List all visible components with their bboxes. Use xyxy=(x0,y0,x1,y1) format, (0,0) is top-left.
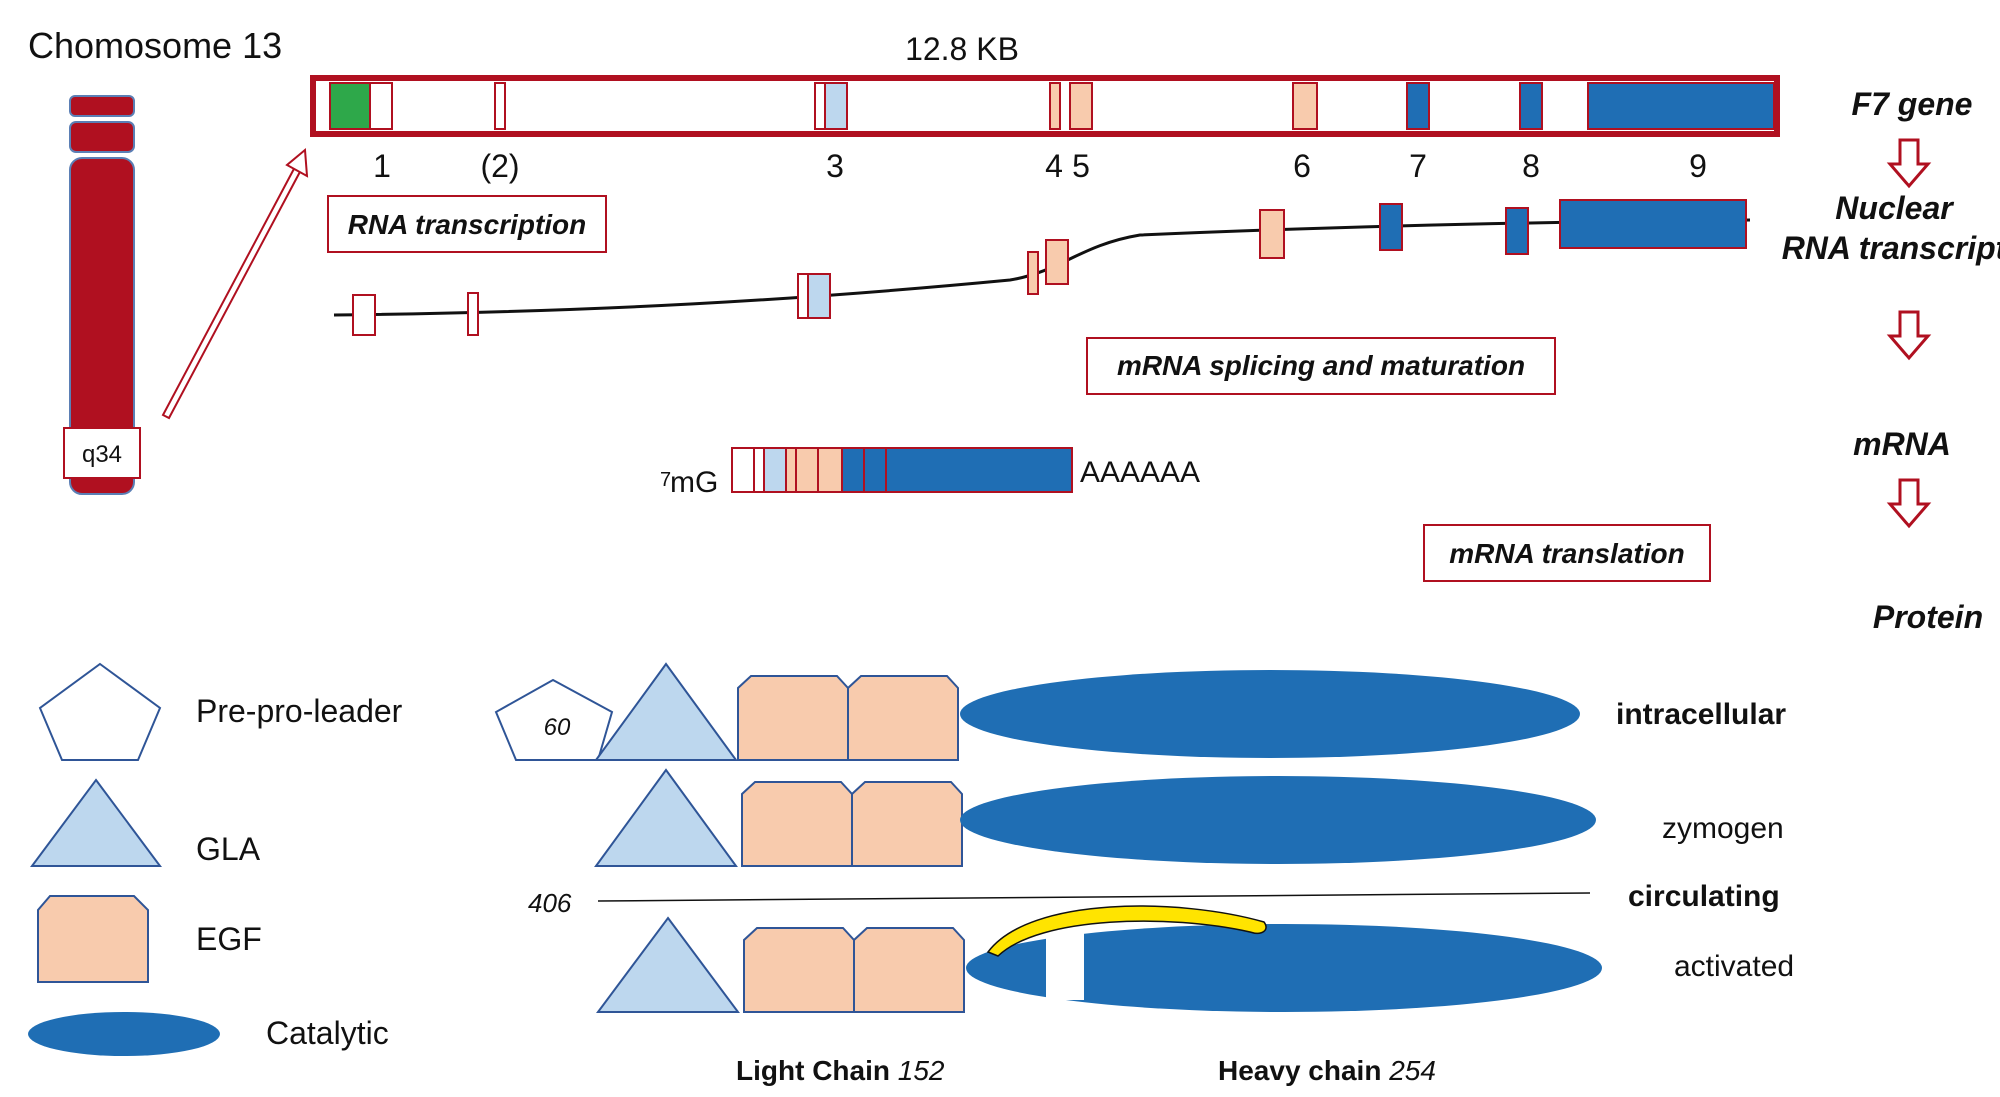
process-translation-label: mRNA translation xyxy=(1449,538,1684,569)
exon-label-7: 7 xyxy=(1409,148,1427,184)
gene-exons xyxy=(329,82,1775,130)
stage-arrow-down-1 xyxy=(1886,138,1932,189)
stage-gene: F7 gene xyxy=(1852,86,1973,122)
gene-exon-4 xyxy=(1049,82,1061,130)
exon-label-6: 6 xyxy=(1293,148,1311,184)
exon-label-2: (2) xyxy=(480,148,519,184)
stage-protein: Protein xyxy=(1873,599,1983,635)
intracellular-leader-count: 60 xyxy=(544,714,571,741)
gene-exon-8 xyxy=(1519,82,1543,130)
gene-exon-2 xyxy=(494,82,506,130)
gene-exon-5 xyxy=(1069,82,1093,130)
state-circulating: circulating xyxy=(1628,880,1780,913)
stage-nuclear-line2: RNA transcript xyxy=(1782,230,2000,266)
activated-cleavage-gap xyxy=(1046,920,1084,1000)
legend-egf-label: EGF xyxy=(196,921,262,957)
locus-arrow-head xyxy=(285,147,309,178)
gene-frame xyxy=(310,75,1780,137)
stage-mrna: mRNA xyxy=(1853,426,1951,462)
chromosome-band-label: q34 xyxy=(82,441,122,468)
gene-exon-3b xyxy=(824,82,848,130)
gene-exon-6 xyxy=(1292,82,1318,130)
rna-exons xyxy=(352,199,1747,336)
intracellular-egf-1 xyxy=(737,675,849,761)
exon-label-9: 9 xyxy=(1689,148,1707,184)
process-translation-box xyxy=(1423,524,1711,582)
activated-gla xyxy=(596,916,740,1013)
exon-label-5: 5 xyxy=(1072,148,1090,184)
protein-activated xyxy=(596,905,1602,1013)
protein-zymogen xyxy=(594,768,1596,867)
legend-gla-label: GLA xyxy=(196,831,261,867)
exon-label-4: 4 xyxy=(1045,148,1063,184)
circulating-divider xyxy=(597,892,1591,902)
stage-arrow-down-2 xyxy=(1886,310,1932,361)
intracellular-gla xyxy=(594,662,738,761)
process-splicing-label: mRNA splicing and maturation xyxy=(1117,350,1525,381)
intracellular-catalytic xyxy=(960,670,1580,758)
chromosome-13 xyxy=(69,95,135,495)
gene-exon-9 xyxy=(1587,82,1775,130)
process-transcription-label: RNA transcription xyxy=(348,209,587,240)
intracellular-egf-2 xyxy=(847,675,959,761)
stage-arrow-down-3 xyxy=(1886,478,1932,529)
gene-exon-3a xyxy=(814,82,826,130)
legend-gla-icon xyxy=(30,778,162,867)
heavy-chain-label: Heavy chain 254 xyxy=(1218,1055,1436,1086)
locus-arrow-shaft xyxy=(161,163,304,420)
activated-egf-1 xyxy=(743,927,855,1013)
zymogen-gla xyxy=(594,768,738,867)
zymogen-egf-2 xyxy=(851,781,963,867)
legend-leader-label: Pre-pro-leader xyxy=(196,693,403,729)
legend-catalytic-label: Catalytic xyxy=(266,1015,389,1051)
process-splicing-box xyxy=(1086,337,1556,395)
zymogen-catalytic xyxy=(960,776,1596,864)
gene-size-label: 12.8 KB xyxy=(905,31,1019,67)
exon-label-8: 8 xyxy=(1522,148,1540,184)
state-intracellular: intracellular xyxy=(1616,698,1786,731)
zymogen-egf-1 xyxy=(741,781,853,867)
gene-exon-1 xyxy=(369,82,393,130)
exon-label-3: 3 xyxy=(826,148,844,184)
gene-exon-1-utr xyxy=(329,82,371,130)
mrna-polya-tail: AAAAAA xyxy=(1080,456,1200,489)
legend-egf-icon xyxy=(37,895,149,983)
legend-leader-icon xyxy=(38,662,162,761)
legend-catalytic-icon xyxy=(28,1012,220,1056)
mrna-cap: mG xyxy=(670,466,718,499)
exon-label-1: 1 xyxy=(373,148,391,184)
activated-disulfide-bridge xyxy=(986,905,1267,957)
light-chain-label: Light Chain 152 xyxy=(736,1055,945,1086)
activated-egf-2 xyxy=(853,927,965,1013)
state-activated: activated xyxy=(1674,950,1794,983)
chromosome-title: Chomosome 13 xyxy=(28,25,282,66)
mrna-exons xyxy=(731,447,1073,493)
protein-intracellular: 60 xyxy=(494,662,1580,761)
mrna-cap-superscript: 7 xyxy=(660,469,671,491)
gene-exon-labels: 1 (2) 3 4 5 6 7 8 9 xyxy=(373,148,1707,184)
intracellular-leader xyxy=(494,678,614,761)
circulating-count: 406 xyxy=(528,888,572,918)
process-transcription-box xyxy=(327,195,607,253)
gene-exon-7 xyxy=(1406,82,1430,130)
stage-nuclear-line1: Nuclear xyxy=(1835,190,1954,226)
state-zymogen: zymogen xyxy=(1662,812,1784,845)
chromosome-band-box xyxy=(63,427,141,479)
activated-catalytic xyxy=(966,924,1602,1012)
